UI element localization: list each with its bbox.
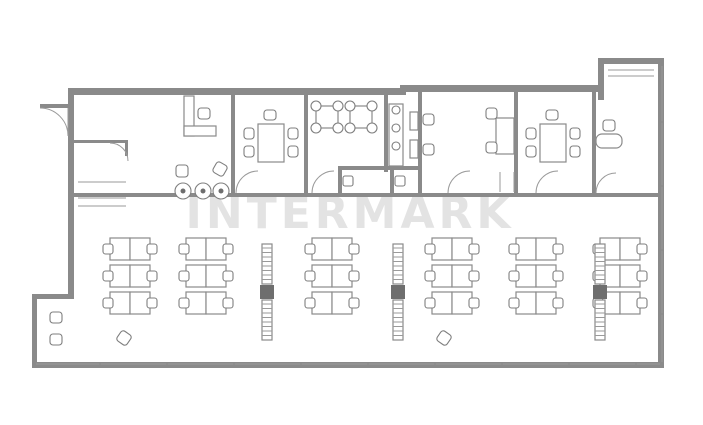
desk-cluster-6: [592, 237, 648, 315]
room-furniture: [49, 69, 654, 346]
window-mullions-bottom: [99, 362, 637, 368]
windows: [36, 66, 664, 368]
window-mullions-right: [658, 121, 664, 315]
storage-cabinets: [260, 243, 607, 341]
kitchen-tables: [310, 100, 378, 134]
desk-cluster-5: [508, 237, 564, 315]
desk-cluster-4: [424, 237, 480, 315]
storage-cabinet-1: [260, 243, 274, 341]
walls: [32, 58, 664, 368]
desk-cluster-3: [304, 237, 360, 315]
open-space-workstations: [102, 237, 648, 346]
lounge-chair-2: [436, 330, 452, 346]
lounge-chair-1: [116, 330, 132, 346]
round-seating-group: [174, 182, 230, 200]
storage-cabinet-3: [593, 243, 607, 341]
desk-cluster-2: [178, 237, 234, 315]
doors: [39, 107, 617, 194]
storage-cabinet-2: [391, 243, 405, 341]
desk-cluster-1: [102, 237, 158, 315]
